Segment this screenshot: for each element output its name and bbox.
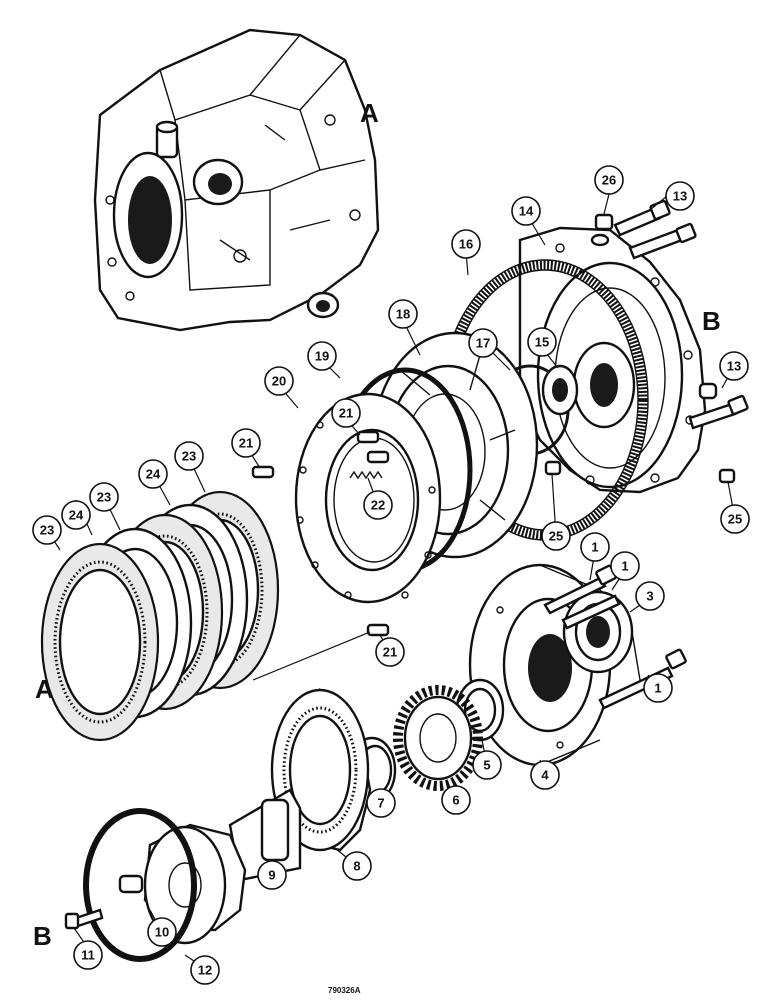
callout-16: 16: [451, 229, 481, 259]
callout-10: 10: [147, 917, 177, 947]
svg-text:17: 17: [476, 336, 490, 351]
callout-13-right: 13: [719, 351, 749, 381]
callout-15: 15: [527, 327, 557, 357]
svg-text:8: 8: [353, 859, 360, 874]
svg-text:3: 3: [646, 589, 653, 604]
callout-20: 20: [264, 366, 294, 396]
ref-letter-b-cover: B: [702, 306, 721, 336]
callout-25-center: 25: [541, 521, 571, 551]
callout-7: 7: [366, 788, 396, 818]
callout-4: 4: [530, 760, 560, 790]
leader-lines: [46, 193, 736, 968]
svg-text:14: 14: [519, 204, 534, 219]
callout-26: 26: [594, 165, 624, 195]
callout-1-right: 1: [643, 673, 673, 703]
pump-gear: [393, 685, 483, 791]
svg-text:23: 23: [182, 449, 196, 464]
svg-text:6: 6: [452, 793, 459, 808]
callout-18: 18: [388, 299, 418, 329]
svg-text:21: 21: [339, 406, 353, 421]
callout-14: 14: [511, 196, 541, 226]
svg-text:24: 24: [146, 467, 161, 482]
friction-disc-front: [40, 542, 160, 742]
svg-text:23: 23: [40, 523, 54, 538]
svg-text:20: 20: [272, 374, 286, 389]
svg-text:25: 25: [549, 529, 563, 544]
callout-1-left: 1: [580, 532, 610, 562]
svg-text:1: 1: [621, 559, 628, 574]
callout-24-rear: 24: [138, 459, 168, 489]
svg-text:12: 12: [198, 963, 212, 978]
svg-text:25: 25: [728, 512, 742, 527]
callout-1-mid: 1: [610, 551, 640, 581]
callout-21-lower: 21: [375, 637, 405, 667]
transmission-housing: [93, 28, 380, 332]
svg-text:18: 18: [396, 307, 410, 322]
svg-text:13: 13: [727, 359, 741, 374]
svg-text:24: 24: [69, 508, 84, 523]
callout-5: 5: [472, 750, 502, 780]
svg-text:21: 21: [239, 436, 253, 451]
callout-8: 8: [342, 851, 372, 881]
screw-small: [64, 908, 104, 930]
callout-23-rear: 23: [174, 441, 204, 471]
ref-letter-a-discs: A: [35, 674, 54, 704]
snap-ring: [83, 808, 197, 962]
drawing-code: 790326A: [328, 986, 361, 995]
svg-text:22: 22: [371, 498, 385, 513]
cover-hardware: [544, 199, 749, 484]
callout-17: 17: [468, 328, 498, 358]
svg-text:9: 9: [268, 868, 275, 883]
ring-gear: [270, 688, 372, 852]
callout-12: 12: [190, 955, 220, 985]
svg-text:15: 15: [535, 335, 549, 350]
callout-23-middle: 23: [89, 482, 119, 512]
svg-text:13: 13: [673, 189, 687, 204]
svg-text:26: 26: [602, 173, 616, 188]
callout-11: 11: [73, 940, 103, 970]
dowel-pins: [251, 430, 390, 681]
svg-text:1: 1: [654, 681, 661, 696]
svg-text:7: 7: [377, 796, 384, 811]
svg-text:21: 21: [383, 645, 397, 660]
callout-25-right: 25: [720, 504, 750, 534]
callout-21-left: 21: [231, 428, 261, 458]
svg-text:10: 10: [155, 925, 169, 940]
output-shaft: [118, 788, 302, 945]
callout-13-top: 13: [665, 181, 695, 211]
svg-text:16: 16: [459, 237, 473, 252]
svg-text:23: 23: [97, 490, 111, 505]
svg-text:1: 1: [591, 540, 598, 555]
bearing: [541, 364, 579, 416]
callout-23-front: 23: [32, 515, 62, 545]
callout-3: 3: [635, 581, 665, 611]
callout-21-upper: 21: [331, 398, 361, 428]
ref-letter-b-shaft: B: [33, 921, 52, 951]
callout-22: 22: [363, 490, 393, 520]
callout-24-front: 24: [61, 500, 91, 530]
svg-text:19: 19: [315, 349, 329, 364]
callout-19: 19: [307, 341, 337, 371]
cap-screws: [543, 564, 687, 710]
svg-text:4: 4: [541, 768, 549, 783]
callout-9: 9: [257, 860, 287, 890]
ref-letter-a-housing: A: [360, 98, 379, 128]
callout-6: 6: [441, 785, 471, 815]
spring: [349, 470, 383, 480]
svg-text:5: 5: [483, 758, 490, 773]
svg-text:11: 11: [81, 948, 95, 963]
